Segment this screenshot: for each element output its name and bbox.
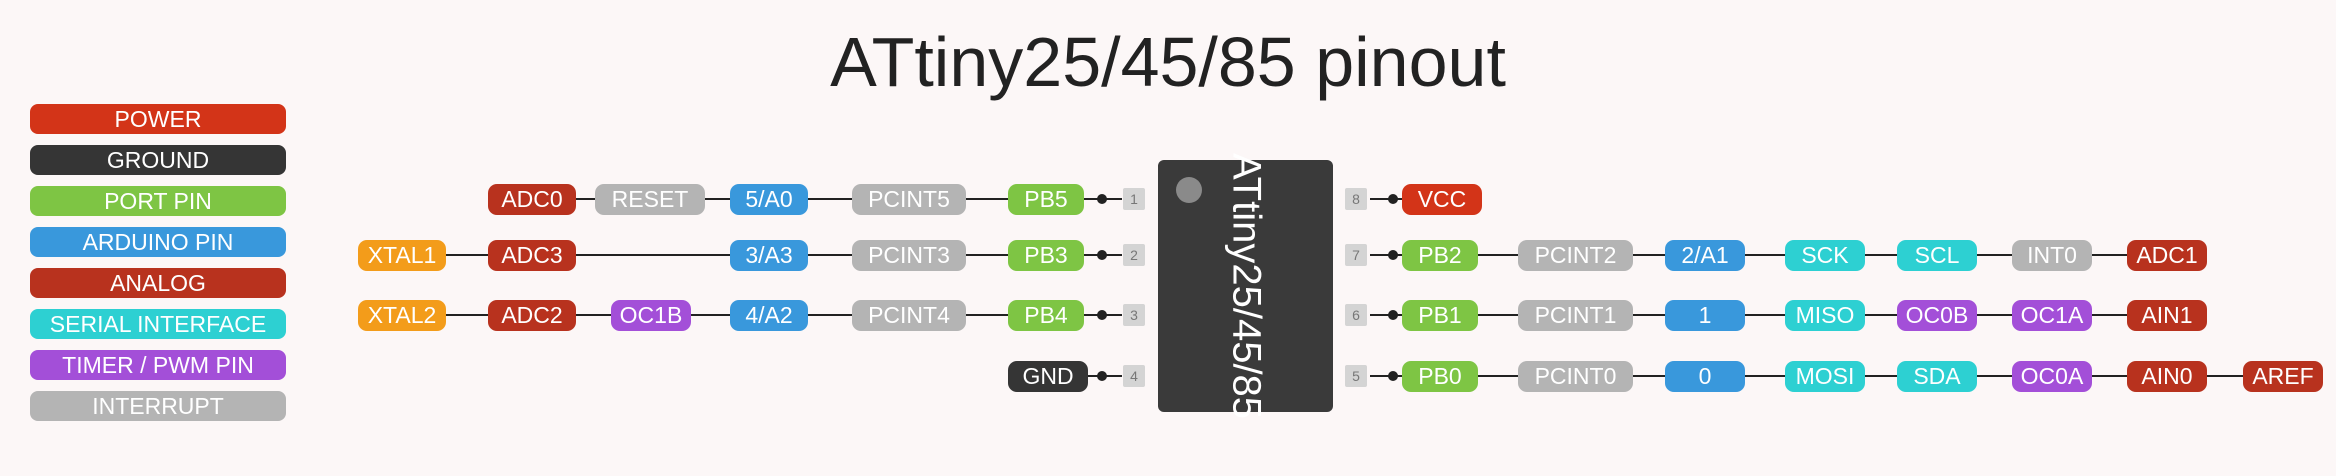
legend-item-arduino-pin: ARDUINO PIN: [30, 227, 286, 257]
pin-label-pcint2: PCINT2: [1518, 239, 1633, 271]
legend-item-port-pin: PORT PIN: [30, 186, 286, 216]
page-title: ATtiny25/45/85 pinout: [830, 23, 1506, 101]
pin-label-ain1: AIN1: [2127, 299, 2207, 331]
pin-7-dot: [1388, 250, 1398, 260]
pin-label-sck: SCK: [1785, 239, 1865, 271]
pin-label-adc0: ADC0: [488, 183, 576, 215]
pin-number-7: 7: [1345, 244, 1367, 266]
pin-label-sda: SDA: [1897, 360, 1977, 392]
pin-label-oc0b: OC0B: [1897, 299, 1977, 331]
pin-3-dot: [1097, 310, 1107, 320]
pin-number-2: 2: [1123, 244, 1145, 266]
pin-label-5-a0: 5/A0: [730, 183, 808, 215]
pin-4-dot: [1097, 371, 1107, 381]
pin-6-dot: [1388, 310, 1398, 320]
pin-label-xtal1: XTAL1: [358, 239, 446, 271]
pin-label-pb5: PB5: [1008, 183, 1084, 215]
pin-label-pcint3: PCINT3: [852, 239, 966, 271]
pin-label-oc1b: OC1B: [611, 299, 691, 331]
pin-label-pb3: PB3: [1008, 239, 1084, 271]
pin-label-gnd: GND: [1008, 360, 1088, 392]
ic-chip: ATtiny25/45/85: [1158, 153, 1333, 419]
pin-label-adc1: ADC1: [2127, 239, 2207, 271]
pin-number-6: 6: [1345, 304, 1367, 326]
legend-item-power: POWER: [30, 104, 286, 134]
pin-label-2-a1: 2/A1: [1665, 239, 1745, 271]
pin-label-pcint0: PCINT0: [1518, 360, 1633, 392]
pin-label-pb4: PB4: [1008, 299, 1084, 331]
pin-number-8: 8: [1345, 188, 1367, 210]
pin-label-pcint1: PCINT1: [1518, 299, 1633, 331]
pin-label-pb1: PB1: [1402, 299, 1478, 331]
pin-label-aref: AREF: [2243, 360, 2323, 392]
pin-1-trace: [498, 198, 1122, 200]
pin1-indicator: [1176, 177, 1202, 203]
legend-item-serial-interface: SERIAL INTERFACE: [30, 309, 286, 339]
pin-label-adc3: ADC3: [488, 239, 576, 271]
pin-6-trace: [1370, 314, 2197, 316]
legend-item-analog: ANALOG: [30, 268, 286, 298]
pin-number-4: 4: [1123, 365, 1145, 387]
pin-label-xtal2: XTAL2: [358, 299, 446, 331]
pin-label-scl: SCL: [1897, 239, 1977, 271]
pin-label-4-a2: 4/A2: [730, 299, 808, 331]
pin-number-3: 3: [1123, 304, 1145, 326]
pin-label-int0: INT0: [2012, 239, 2092, 271]
pin-label-1: 1: [1665, 299, 1745, 331]
pin-label-vcc: VCC: [1402, 183, 1482, 215]
chip-label: ATtiny25/45/85: [1224, 152, 1268, 420]
pin-2-dot: [1097, 250, 1107, 260]
pin-5-dot: [1388, 371, 1398, 381]
pin-1-dot: [1097, 194, 1107, 204]
pin-label-oc0a: OC0A: [2012, 360, 2092, 392]
pin-label-pcint5: PCINT5: [852, 183, 966, 215]
legend-item-ground: GROUND: [30, 145, 286, 175]
pin-label-0: 0: [1665, 360, 1745, 392]
pin-label-adc2: ADC2: [488, 299, 576, 331]
pin-label-pb0: PB0: [1402, 360, 1478, 392]
pin-number-5: 5: [1345, 365, 1367, 387]
legend-item-timer-pwm-pin: TIMER / PWM PIN: [30, 350, 286, 380]
pin-number-1: 1: [1123, 188, 1145, 210]
pin-label-reset: RESET: [595, 183, 705, 215]
pin-label-3-a3: 3/A3: [730, 239, 808, 271]
pin-7-trace: [1370, 254, 2197, 256]
pin-8-dot: [1388, 194, 1398, 204]
pin-label-pcint4: PCINT4: [852, 299, 966, 331]
pin-label-mosi: MOSI: [1785, 360, 1865, 392]
pin-label-oc1a: OC1A: [2012, 299, 2092, 331]
pin-label-pb2: PB2: [1402, 239, 1478, 271]
legend-item-interrupt: INTERRUPT: [30, 391, 286, 421]
pin-label-ain0: AIN0: [2127, 360, 2207, 392]
pin-label-miso: MISO: [1785, 299, 1865, 331]
